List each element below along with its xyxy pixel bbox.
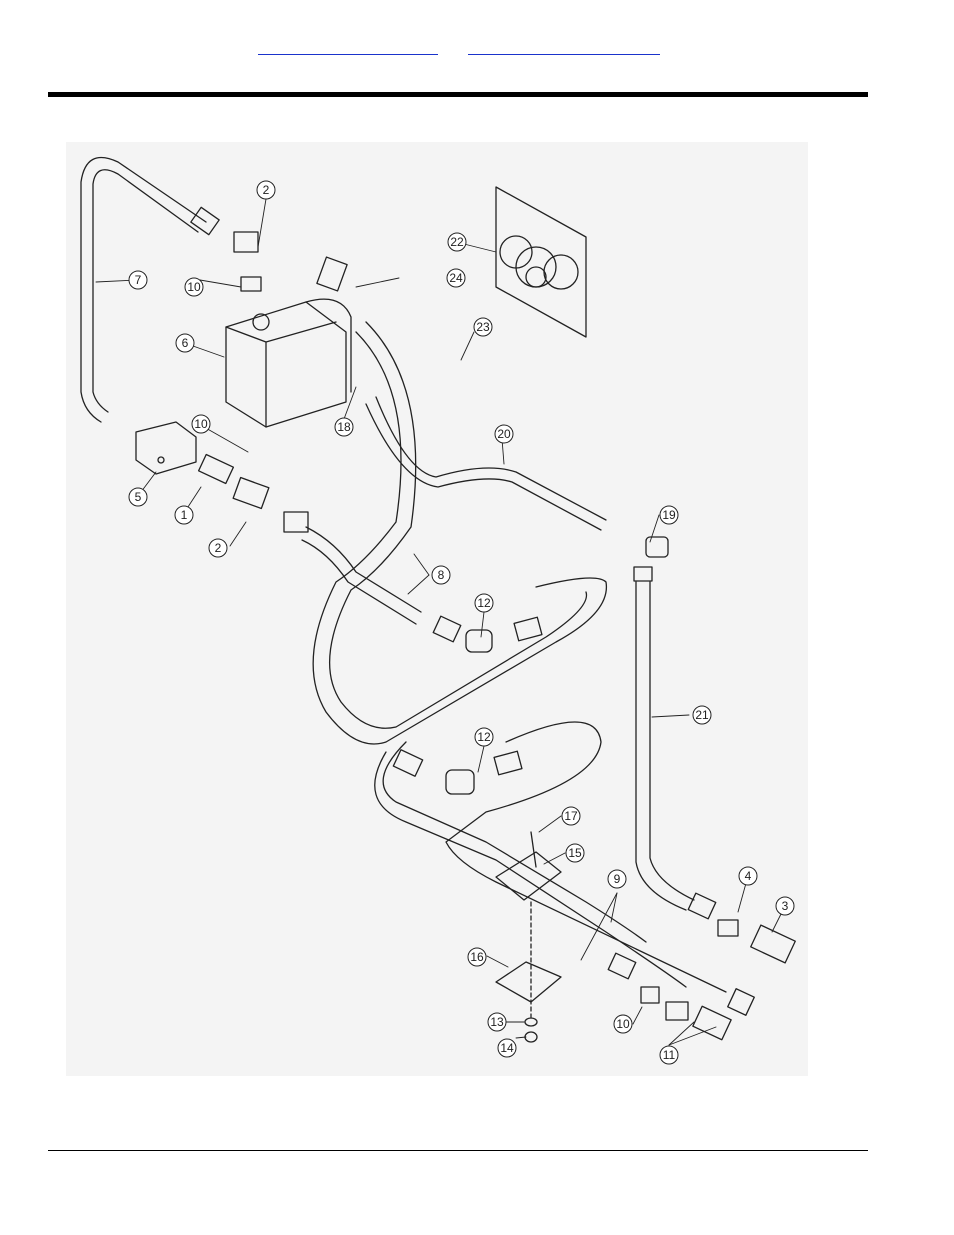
callout-label: 6 — [182, 336, 189, 350]
callout-3 — [775, 896, 795, 916]
callout-22 — [447, 232, 467, 252]
callout-18 — [334, 417, 354, 437]
callout-label: 22 — [450, 235, 464, 249]
seal-kit-bag — [495, 186, 587, 338]
hose-20 — [375, 396, 607, 521]
callout-label: 23 — [476, 320, 490, 334]
callout-label: 10 — [187, 280, 201, 294]
callout-label: 9 — [614, 872, 621, 886]
callout-7 — [128, 270, 148, 290]
callout-label: 17 — [564, 809, 578, 823]
callout-14 — [497, 1038, 517, 1058]
callout-2-bottom — [208, 538, 228, 558]
callout-8 — [431, 565, 451, 585]
callout-10-mid — [191, 414, 211, 434]
callout-5 — [128, 487, 148, 507]
callout-19 — [659, 505, 679, 525]
parts-diagram: 2 24 22 10 7 6 23 18 10 20 5 1 2 19 8 12… — [66, 142, 808, 1076]
hose-21 — [635, 581, 687, 911]
callout-label: 24 — [449, 271, 463, 285]
callout-10-bottom — [613, 1014, 633, 1034]
callout-9 — [607, 869, 627, 889]
callout-label: 12 — [477, 730, 491, 744]
callout-label: 19 — [662, 508, 676, 522]
hose-8 — [312, 331, 608, 745]
top-rule — [48, 92, 868, 97]
hose-9 — [382, 741, 647, 943]
callout-label: 20 — [497, 427, 511, 441]
callout-label: 5 — [135, 490, 142, 504]
callout-1 — [174, 505, 194, 525]
callout-16 — [467, 947, 487, 967]
bottom-rule — [48, 1150, 868, 1151]
callout-label: 21 — [695, 708, 709, 722]
callout-label: 16 — [470, 950, 484, 964]
callout-label: 4 — [745, 869, 752, 883]
callout-label: 1 — [181, 508, 188, 522]
callout-17 — [561, 806, 581, 826]
hose-7 — [80, 156, 207, 423]
callout-label: 2 — [263, 183, 270, 197]
callout-12-top — [474, 593, 494, 613]
callout-23 — [473, 317, 493, 337]
header-link-2[interactable] — [468, 40, 660, 55]
hydraulic-diagram-svg: 2 24 22 10 7 6 23 18 10 20 5 1 2 19 8 12… — [80, 156, 796, 1065]
callout-13 — [487, 1012, 507, 1032]
header-link-1[interactable] — [258, 40, 438, 55]
callout-label: 15 — [568, 846, 582, 860]
callout-21 — [692, 705, 712, 725]
callout-10-top — [184, 277, 204, 297]
callout-label: 18 — [337, 420, 351, 434]
callout-label: 2 — [215, 541, 222, 555]
callout-4 — [738, 866, 758, 886]
callout-label: 10 — [194, 417, 208, 431]
callout-label: 10 — [616, 1017, 630, 1031]
callout-label: 11 — [663, 1048, 676, 1062]
callout-label: 3 — [782, 899, 789, 913]
pump-body — [225, 301, 347, 428]
clamp-plate-15 — [495, 851, 562, 901]
callout-15 — [565, 843, 585, 863]
callout-label: 8 — [438, 568, 445, 582]
callout-label: 7 — [135, 273, 142, 287]
callout-11 — [659, 1045, 679, 1065]
callout-label: 14 — [500, 1041, 514, 1055]
callout-2-top — [256, 180, 276, 200]
callout-20 — [494, 424, 514, 444]
clamp-plate-16 — [495, 961, 562, 1003]
callout-24 — [446, 268, 466, 288]
callout-12-bottom — [474, 727, 494, 747]
block-5 — [135, 421, 197, 475]
callout-label: 12 — [477, 596, 491, 610]
callout-6 — [175, 333, 195, 353]
callout-label: 13 — [490, 1015, 504, 1029]
